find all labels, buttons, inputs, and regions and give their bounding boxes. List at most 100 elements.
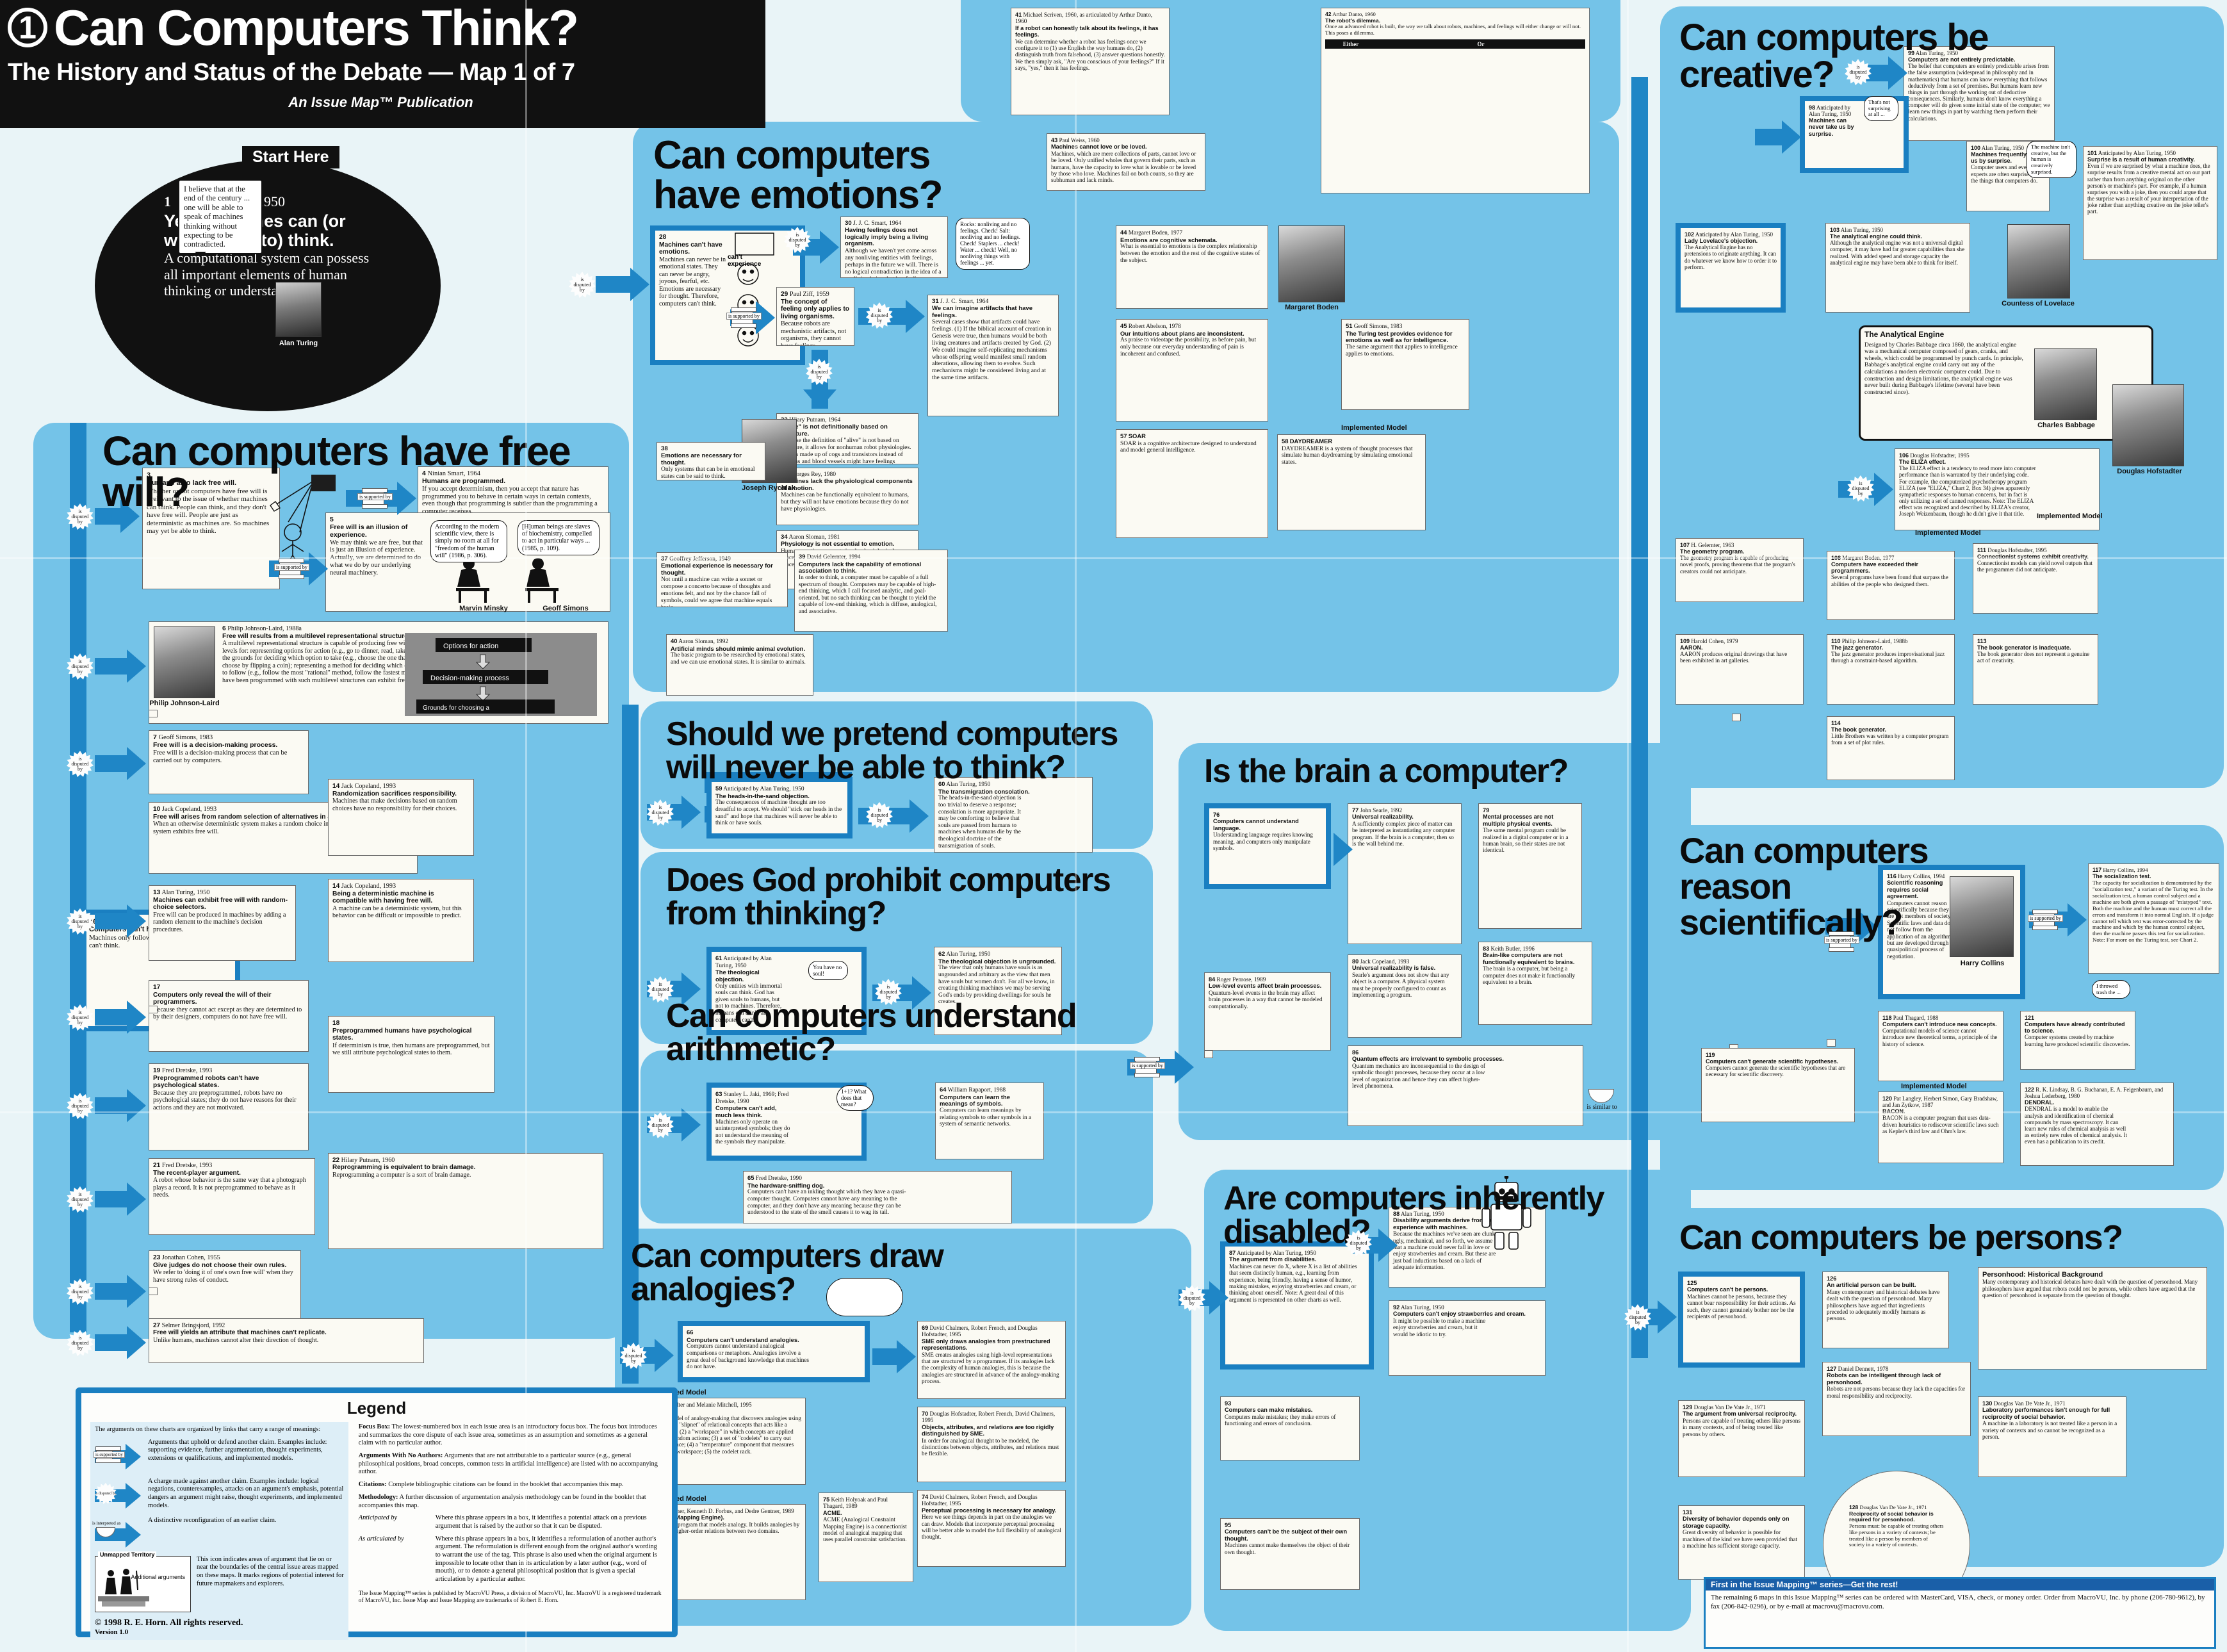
argument-box-117: 117 Harry Collins, 1994 The socializatio… — [2088, 863, 2219, 974]
box-text: COPYCAT is a model of analogy-making tha… — [631, 1414, 801, 1455]
box-author: Aaron Sloman, 1992 — [678, 639, 729, 645]
box-number: 129 — [1683, 1404, 1693, 1411]
argument-box-126: 126 An artificial person can be built. M… — [1822, 1272, 1949, 1348]
box-text: Only entities with immortal souls can th… — [715, 983, 782, 1024]
box-claim: The jazz generator. — [1831, 644, 1884, 651]
argument-box-59-box: 59 Anticipated by Alan Turing, 1950 The … — [706, 777, 852, 838]
arrow-to-17 — [95, 1001, 146, 1034]
box-text: Only systems that can be in emotional st… — [661, 466, 755, 480]
argument-box-92: 92 Alan Turing, 1950 Computers can't enj… — [1389, 1300, 1546, 1376]
legend-row-interpreted-as: is interpreted as A distinctive reconfig… — [92, 1517, 344, 1550]
argument-box-77: 77 John Searle, 1992 Universal realizabi… — [1348, 803, 1462, 944]
avatar-charles-babbage — [2034, 348, 2097, 420]
box-claim: Machines lack the physiological componen… — [781, 477, 913, 492]
box-claim: Scientific reasoning requires social agr… — [1887, 879, 1943, 900]
unmapped-territory-icon: Unmapped Territory Additional arguments — [95, 1551, 191, 1612]
arrow-to-98 — [1755, 120, 1801, 154]
box-number: 41 — [1015, 12, 1022, 18]
box-number: 69 — [922, 1325, 929, 1331]
box-text: Computers make mistakes; they make error… — [1225, 1413, 1336, 1427]
box-text: Here we see things depends in part on th… — [922, 1514, 1061, 1541]
box-text: A machine in a laboratory is not treated… — [1982, 1420, 2117, 1440]
box-number: 117 — [2092, 867, 2102, 873]
box-claim: Computers can learn the meanings of symb… — [940, 1093, 1010, 1108]
box-claim: DAYDREAMER — [1289, 438, 1333, 445]
box-author: Paul Weiss, 1960 — [1059, 137, 1100, 143]
box-claim: Our intuitions about plans are inconsist… — [1120, 329, 1244, 337]
section-title-creative: Can computers be creative? — [1679, 17, 1989, 95]
argument-box-70: 70 Douglas Hofstadter, Robert French, Da… — [917, 1407, 1066, 1482]
box-claim: Disability arguments derive from our lim… — [1393, 1217, 1517, 1231]
box-author: Keith Holyoak and Paul Thagard, 1989 — [823, 1496, 888, 1510]
argument-box-130: 130 Douglas Van De Vate Jr., 1971 Labora… — [1978, 1396, 2126, 1477]
box-text: It might be possible to make a machine e… — [1393, 1317, 1486, 1337]
box-number: 114 — [1831, 720, 1841, 726]
box-author: Douglas Van De Vate Jr., 1971 — [1859, 1504, 1927, 1510]
box-claim: The book generator. — [1831, 726, 1887, 733]
argument-box-18b: 18 Preprogrammed humans have psychologic… — [328, 1016, 494, 1093]
box-claim: Lady Lovelace's objection. — [1685, 238, 1758, 245]
box-text: Computer users and even experts are ofte… — [1971, 164, 2039, 184]
box-number: 44 — [1120, 229, 1127, 236]
publication-line: An Issue Map™ Publication — [288, 94, 473, 110]
section-title-emotions: Can computers have emotions? — [653, 133, 943, 217]
box-author: Jack Copeland, 1993 — [1360, 958, 1410, 965]
box-text: Computational models of science cannot i… — [1882, 1027, 1998, 1047]
box-number: 19 — [153, 1067, 161, 1074]
argument-box-23: 23 Jonathan Cohen, 1955 Give judges do n… — [149, 1250, 301, 1326]
box-number: 76 — [1213, 812, 1220, 818]
box-text: Quantum mechanics are inconsequential to… — [1352, 1062, 1485, 1089]
box-author: Jack Copeland, 1993 — [341, 783, 396, 790]
box-author: Jack Copeland, 1993 — [341, 883, 396, 890]
promo-heading: First in the Issue Mapping™ series—Get t… — [1706, 1579, 2214, 1591]
box-text: Machines only operate on uninterpreted s… — [715, 1118, 790, 1146]
argument-box-21: 21 Fred Dretske, 1993 The recent-player … — [149, 1158, 315, 1235]
argument-box-65: 65 Fred Dretske, 1990 The hardware-sniff… — [743, 1171, 1012, 1223]
box-text: Reprogramming a computer is a sort of br… — [332, 1171, 471, 1179]
box-claim: The book generator is inadequate. — [1977, 644, 2071, 651]
sidebar-text-analytical-engine: Designed by Charles Babbage circa 1860, … — [1864, 341, 2023, 396]
cant-experience-label: can't experience — [728, 254, 762, 268]
box-number: 98 — [1809, 104, 1816, 111]
disputed-by-icon-label: is disputed by — [95, 1491, 117, 1496]
box-number: 5 — [330, 516, 334, 523]
argument-box-10 — [149, 710, 158, 717]
argument-box-83: 83 Keith Butler, 1996 Brain-like compute… — [1478, 942, 1592, 1025]
argument-box-78-real — [1204, 1051, 1213, 1058]
box-text: Computer systems created by machine lear… — [2025, 1034, 2130, 1047]
box-claim: The Turing test provides evidence for em… — [1346, 329, 1453, 344]
box-claim: Computers lack the capability of emotion… — [799, 560, 922, 575]
minsky-quote-bubble: According to the modern scientific view,… — [430, 520, 507, 562]
promo-panel: First in the Issue Mapping™ series—Get t… — [1704, 1577, 2216, 1649]
box-author: Anticipated by Alan Turing, 1950 — [723, 786, 804, 792]
argument-box-80: 80 Jack Copeland, 1993 Universal realiza… — [1348, 954, 1462, 1038]
argument-box-75-acme: 75 Keith Holyoak and Paul Thagard, 1989 … — [819, 1493, 913, 1582]
box-claim: Connectionist systems exhibit creativity… — [1977, 553, 2089, 560]
box-author: Margaret Boden, 1977 — [1128, 230, 1183, 236]
box-number: 65 — [747, 1174, 755, 1181]
box-claim: SOAR — [1128, 432, 1146, 439]
legend-def-focus-box: Focus Box: The lowest-numbered box in ea… — [358, 1423, 657, 1447]
robot-illustration — [1473, 1176, 1544, 1252]
argument-box-86: 86 Quantum effects are irrelevant to sym… — [1348, 1045, 1583, 1126]
legend-panel: Legend The arguments on these charts are… — [76, 1387, 678, 1640]
box-number: 83 — [1483, 945, 1490, 952]
box-number: 43 — [1051, 137, 1058, 143]
box-claim: Reprogramming is equivalent to brain dam… — [332, 1164, 476, 1172]
arithmetic-thought-bubble: 1+1? What does that mean? — [836, 1085, 874, 1111]
legend-def-citations: Citations: Complete bibliographic citati… — [358, 1481, 624, 1489]
argument-box-99: 99 Alan Turing, 1950 Computers are not e… — [1904, 46, 2055, 141]
box-claim: We can imagine artifacts that have feeli… — [932, 304, 1033, 319]
argument-box-60: 60 Alan Turing, 1950 The transmigration … — [934, 777, 1093, 853]
box-number: 62 — [938, 950, 945, 957]
argument-box-40: 40 Aaron Sloman, 1992 Artificial minds s… — [666, 634, 813, 696]
argument-box-127: 127 Daniel Dennett, 1978 Robots can be i… — [1822, 1362, 1971, 1436]
box-text: If determinism is true, then humans are … — [332, 1042, 490, 1057]
argument-box-69: 69 David Chalmers, Robert French, and Do… — [917, 1321, 1066, 1399]
box-number: 77 — [1352, 807, 1359, 814]
link-supported-by-icon-6 — [2032, 910, 2058, 930]
box-number: 39 — [799, 553, 806, 560]
arrow-to-13 — [95, 904, 146, 938]
box-text: Free will is a decision-making process t… — [153, 749, 288, 764]
sidebar-text-personhood: Many contemporary and historical debates… — [1982, 1279, 2198, 1298]
